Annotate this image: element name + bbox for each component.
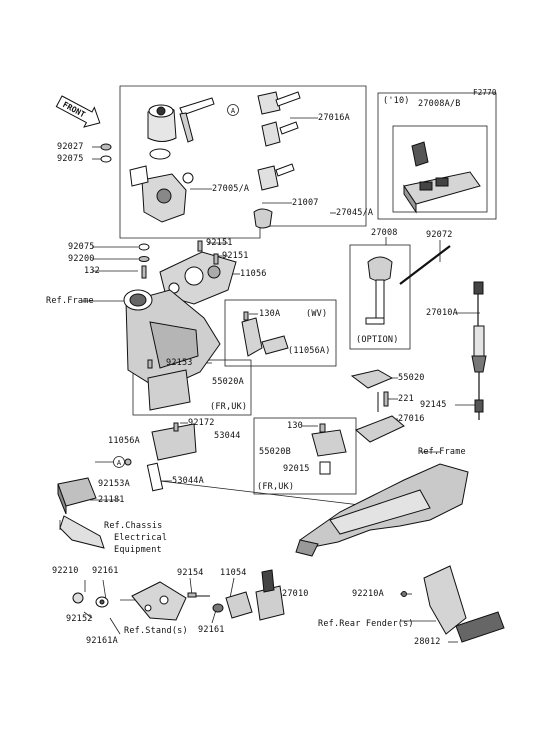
option-key-illustration <box>365 256 393 325</box>
lock-cylinders-illustration <box>253 91 301 229</box>
part-92072: 92072 <box>426 230 453 240</box>
left-bracket-illustration <box>146 369 197 492</box>
part-92154: 92154 <box>177 568 204 578</box>
top-bracket-illustration <box>159 251 237 305</box>
part-53044: 53044 <box>214 431 241 441</box>
part-27005a: 27005/A <box>212 184 250 194</box>
option-label: (OPTION) <box>356 335 399 345</box>
part-55020b: 55020B <box>259 447 291 457</box>
part-92152: 92152 <box>66 614 93 624</box>
part-92075-b: 92075 <box>68 242 95 252</box>
part-27010a: 27010A <box>426 308 458 318</box>
stand-switch-parts-illustration <box>72 569 285 621</box>
part-55020a: 55020A <box>212 377 244 387</box>
wv-label: (WV) <box>306 309 328 319</box>
option-box <box>349 244 411 350</box>
rear-frame-illustration <box>295 463 469 557</box>
part-92210a: 92210A <box>352 589 384 599</box>
part-21007: 21007 <box>292 198 319 208</box>
part-27008ab: 27008A/B <box>418 99 461 109</box>
part-27016a: 27016A <box>318 113 350 123</box>
part-92015: 92015 <box>283 464 310 474</box>
fr-uk-box-2 <box>253 417 357 495</box>
wv-bracket-illustration <box>241 317 289 357</box>
part-11056: 11056 <box>240 269 267 279</box>
part-92145: 92145 <box>420 400 447 410</box>
module-21181-illustration <box>57 477 105 549</box>
part-92210: 92210 <box>52 566 79 576</box>
part-130a: 130A <box>259 309 281 319</box>
part-132: 132 <box>84 266 100 276</box>
ecu-illustration <box>403 141 481 214</box>
cable-tie-92072 <box>399 245 451 285</box>
part-130: 130 <box>287 421 303 431</box>
ref-chassis-line1: Ref.Chassis <box>104 521 163 531</box>
ref-stand: Ref.Stand(s) <box>124 626 188 636</box>
part-92200: 92200 <box>68 254 95 264</box>
part-11056a: 11056A <box>108 436 140 446</box>
part-28012: 28012 <box>414 637 441 647</box>
part-92151-a: 92151 <box>206 238 233 248</box>
part-92161a: 92161A <box>86 636 118 646</box>
year10-box <box>377 92 497 220</box>
ref-frame-left: Ref.Frame <box>46 296 94 306</box>
ref-frame-right: Ref.Frame <box>418 447 466 457</box>
ref-chassis-line3: Equipment <box>114 545 162 555</box>
wv-box <box>224 299 337 367</box>
year-10-label: ('10) <box>383 96 410 106</box>
front-arrow: FRONT <box>55 95 101 128</box>
part-221: 221 <box>398 394 414 404</box>
part-21181: 21181 <box>98 495 125 505</box>
fr-uk-label-1: (FR,UK) <box>210 402 248 412</box>
part-11056a-wv: (11056A) <box>288 346 331 356</box>
part-92075-a: 92075 <box>57 154 84 164</box>
part-92161-a: 92161 <box>92 566 119 576</box>
part-92172: 92172 <box>188 418 215 428</box>
rear-fender-bracket-illustration <box>401 565 505 643</box>
part-27008: 27008 <box>371 228 398 238</box>
part-55020: 55020 <box>398 373 425 383</box>
callout-a-circle-1 <box>227 104 239 116</box>
switch-housing-illustration <box>129 148 194 223</box>
part-11054: 11054 <box>220 568 247 578</box>
ecu-inner-box <box>392 125 488 213</box>
part-92151-b: 92151 <box>222 251 249 261</box>
sensor-27010a-illustration <box>471 281 487 420</box>
part-92153a: 92153A <box>98 479 130 489</box>
part-27045a: 27045/A <box>336 208 374 218</box>
part-27016: 27016 <box>398 414 425 424</box>
part-53044a: 53044A <box>172 476 204 486</box>
part-27010: 27010 <box>282 589 309 599</box>
callout-a-1: A <box>231 107 236 115</box>
right-bracket-illustration <box>311 369 405 475</box>
callout-a-2: A <box>117 459 122 467</box>
ignition-cylinder-illustration <box>147 104 177 142</box>
part-92153: 92153 <box>166 358 193 368</box>
part-92161-b: 92161 <box>198 625 225 635</box>
hardware-glyphs <box>100 143 389 598</box>
ref-chassis-line2: Electrical <box>114 533 168 543</box>
fr-uk-label-2: (FR,UK) <box>257 482 295 492</box>
figure-code: F2770 <box>473 88 497 97</box>
ref-rear-fender: Ref.Rear Fender(s) <box>318 619 414 629</box>
part-92027: 92027 <box>57 142 84 152</box>
key-illustration-1 <box>179 97 215 143</box>
